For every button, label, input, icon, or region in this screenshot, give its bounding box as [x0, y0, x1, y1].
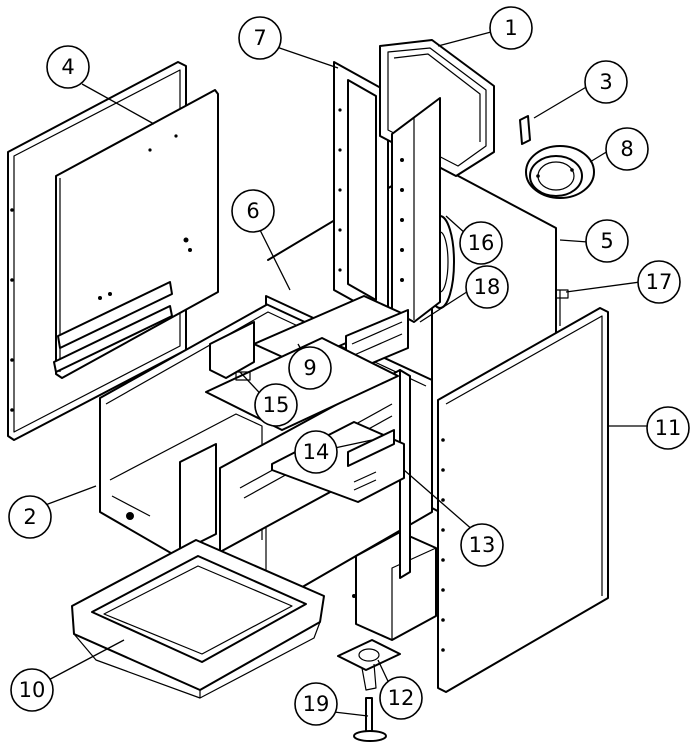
callout-13: 13: [460, 523, 504, 567]
callout-15: 15: [254, 383, 298, 427]
foot-plate-part: [337, 639, 401, 691]
callout-8: 8: [605, 127, 649, 171]
callout-10: 10: [10, 668, 54, 712]
callout-15-label: 15: [263, 393, 290, 417]
callout-17-label: 17: [646, 270, 673, 294]
side-panel-part: [7, 61, 219, 441]
callout-4-label: 4: [61, 55, 74, 79]
callout-3-label: 3: [599, 70, 612, 94]
callout-6-label: 6: [246, 199, 259, 223]
callout-18-label: 18: [474, 275, 501, 299]
frame-part: [333, 61, 389, 321]
front-door-part: [437, 307, 609, 693]
callout-11: 11: [646, 406, 690, 450]
callout-2: 2: [8, 495, 52, 539]
callout-8-label: 8: [620, 137, 633, 161]
callout-7: 7: [238, 16, 282, 60]
callout-3: 3: [584, 60, 628, 104]
callout-12: 12: [379, 676, 423, 720]
callout-16-label: 16: [468, 231, 495, 255]
back-cover-part: [519, 115, 531, 145]
callout-2-label: 2: [23, 505, 36, 529]
callout-12-label: 12: [388, 686, 415, 710]
callout-9: 9: [288, 346, 332, 390]
callout-5-label: 5: [600, 229, 613, 253]
callout-16: 16: [459, 221, 503, 265]
mount-bracket-part: [391, 97, 441, 323]
callout-17: 17: [637, 260, 681, 304]
callout-19: 19: [294, 682, 338, 726]
callout-1: 1: [489, 6, 533, 50]
callout-6: 6: [231, 189, 275, 233]
callout-10-label: 10: [19, 678, 46, 702]
callout-19-label: 19: [303, 692, 330, 716]
callout-9-label: 9: [303, 356, 316, 380]
callout-4: 4: [46, 45, 90, 89]
callout-14-label: 14: [303, 440, 330, 464]
callout-5: 5: [585, 219, 629, 263]
round-port-part: [525, 145, 595, 199]
callout-18: 18: [465, 265, 509, 309]
lower-tray-part: [271, 421, 405, 503]
callout-7-label: 7: [253, 26, 266, 50]
callout-1-label: 1: [504, 16, 517, 40]
callout-13-label: 13: [469, 533, 496, 557]
callout-14: 14: [294, 430, 338, 474]
callout-11-label: 11: [655, 416, 682, 440]
drip-tray-part: [71, 539, 325, 699]
leveling-foot-part: [353, 697, 387, 742]
